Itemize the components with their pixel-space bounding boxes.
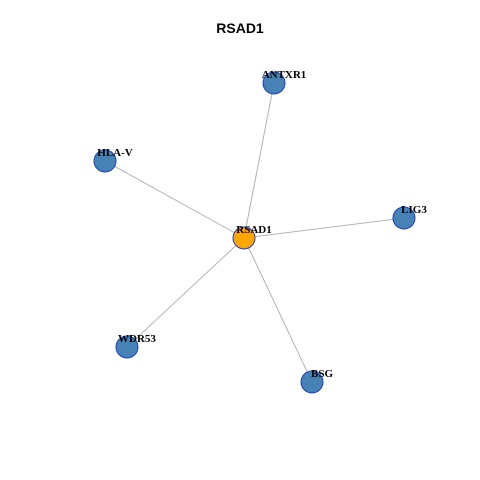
node-label-antxr1: ANTXR1 — [262, 69, 307, 81]
node-lig3[interactable] — [392, 206, 416, 230]
node-bsg[interactable] — [300, 370, 324, 394]
graph-title: RSAD1 — [216, 20, 264, 36]
edge-rsad1-antxr1 — [243, 82, 275, 239]
node-label-hla-v: HLA-V — [97, 147, 133, 159]
node-label-lig3: LIG3 — [401, 204, 427, 216]
node-wdr53[interactable] — [115, 335, 139, 359]
node-antxr1[interactable] — [262, 71, 286, 95]
node-rsad1[interactable] — [232, 226, 256, 250]
node-label-rsad1: RSAD1 — [236, 224, 271, 236]
edge-rsad1-wdr53 — [126, 237, 245, 348]
node-label-wdr53: WDR53 — [118, 333, 156, 345]
edge-rsad1-bsg — [243, 237, 313, 383]
edges-layer — [104, 82, 405, 383]
nodes-layer — [93, 71, 416, 394]
node-hla-v[interactable] — [93, 149, 117, 173]
node-label-bsg: BSG — [311, 368, 333, 380]
edge-rsad1-lig3 — [243, 217, 405, 239]
edge-rsad1-hla-v — [104, 160, 245, 239]
